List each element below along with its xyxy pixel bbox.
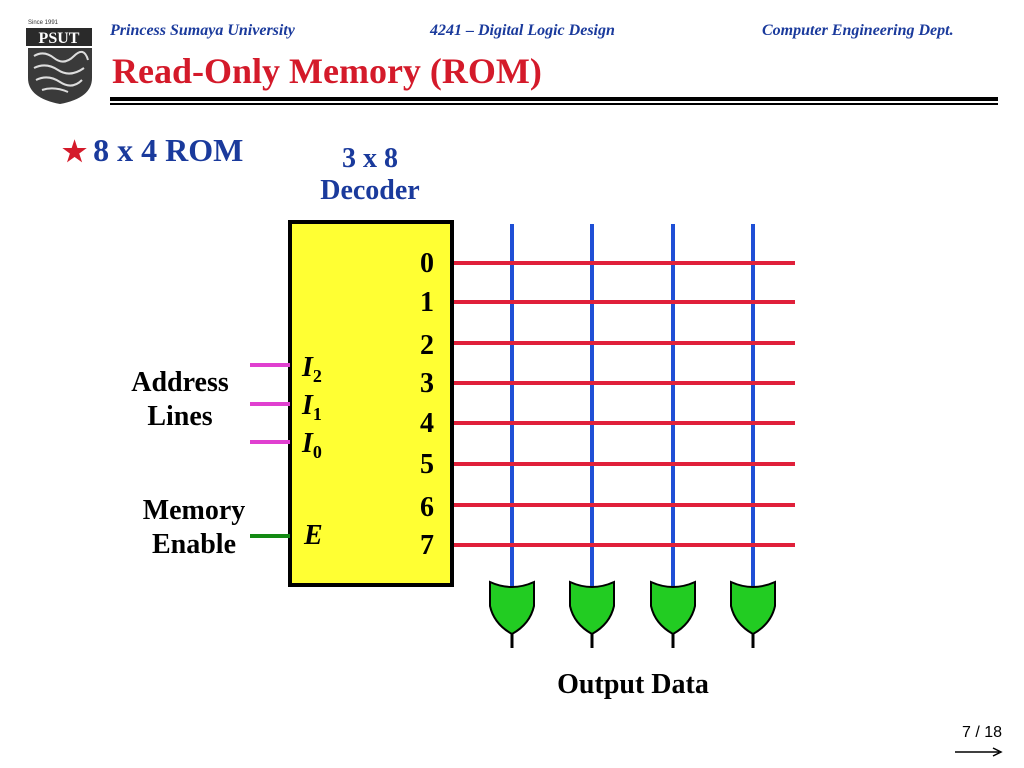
- header-university: Princess Sumaya University: [110, 22, 295, 39]
- logo-text: PSUT: [39, 30, 80, 47]
- memory-enable-label: Memory Enable: [122, 494, 266, 562]
- enable-label-e: E: [303, 520, 323, 551]
- decoder-title: 3 x 8 Decoder: [300, 143, 440, 207]
- header-course: 4241 – Digital Logic Design: [430, 22, 615, 39]
- input-label-i1: I1: [301, 390, 322, 424]
- input-sub-i0: 0: [313, 442, 322, 462]
- bullet-text: 8 x 4 ROM: [93, 132, 244, 168]
- psut-logo: Since 1991 PSUT: [26, 20, 92, 104]
- decoder-output-2: 2: [420, 330, 434, 361]
- bullet-item: ★8 x 4 ROM: [62, 132, 243, 169]
- input-label-i0: I0: [301, 428, 322, 462]
- title-divider: [110, 97, 998, 105]
- slide-title: Read-Only Memory (ROM): [112, 51, 542, 91]
- header-department: Computer Engineering Dept.: [762, 22, 954, 39]
- output-data-label: Output Data: [557, 669, 709, 700]
- page-number: 7 / 18: [961, 724, 1002, 741]
- star-bullet-icon: ★: [62, 137, 88, 168]
- input-sub-i2: 2: [313, 366, 322, 386]
- decoder-box: [288, 220, 454, 587]
- input-label-i2: I2: [301, 352, 322, 386]
- input-letter-i0: I: [301, 428, 314, 459]
- decoder-output-0: 0: [420, 248, 434, 279]
- memory-label-line1: Memory: [142, 495, 246, 526]
- decoder-output-5: 5: [420, 449, 434, 480]
- decoder-output-3: 3: [420, 368, 434, 399]
- or-gate-2: [569, 580, 615, 636]
- decoder-output-7: 7: [420, 530, 434, 561]
- next-arrow-icon[interactable]: [955, 746, 1005, 758]
- address-label-line2: Lines: [147, 401, 213, 432]
- input-sub-i1: 1: [313, 404, 322, 424]
- decoder-title-line2: Decoder: [320, 175, 420, 206]
- decoder-output-1: 1: [420, 287, 434, 318]
- input-letter-i2: I: [301, 352, 314, 383]
- or-gate-1: [489, 580, 535, 636]
- memory-label-line2: Enable: [151, 529, 237, 560]
- or-gate-3: [650, 580, 696, 636]
- decoder-output-6: 6: [420, 492, 434, 523]
- logo-since-text: Since 1991: [28, 20, 59, 26]
- decoder-title-line1: 3 x 8: [342, 143, 398, 174]
- address-lines-label: Address Lines: [110, 366, 250, 434]
- address-label-line1: Address: [131, 367, 229, 398]
- decoder-output-4: 4: [420, 408, 434, 439]
- or-gate-4: [730, 580, 776, 636]
- input-letter-i1: I: [301, 390, 314, 421]
